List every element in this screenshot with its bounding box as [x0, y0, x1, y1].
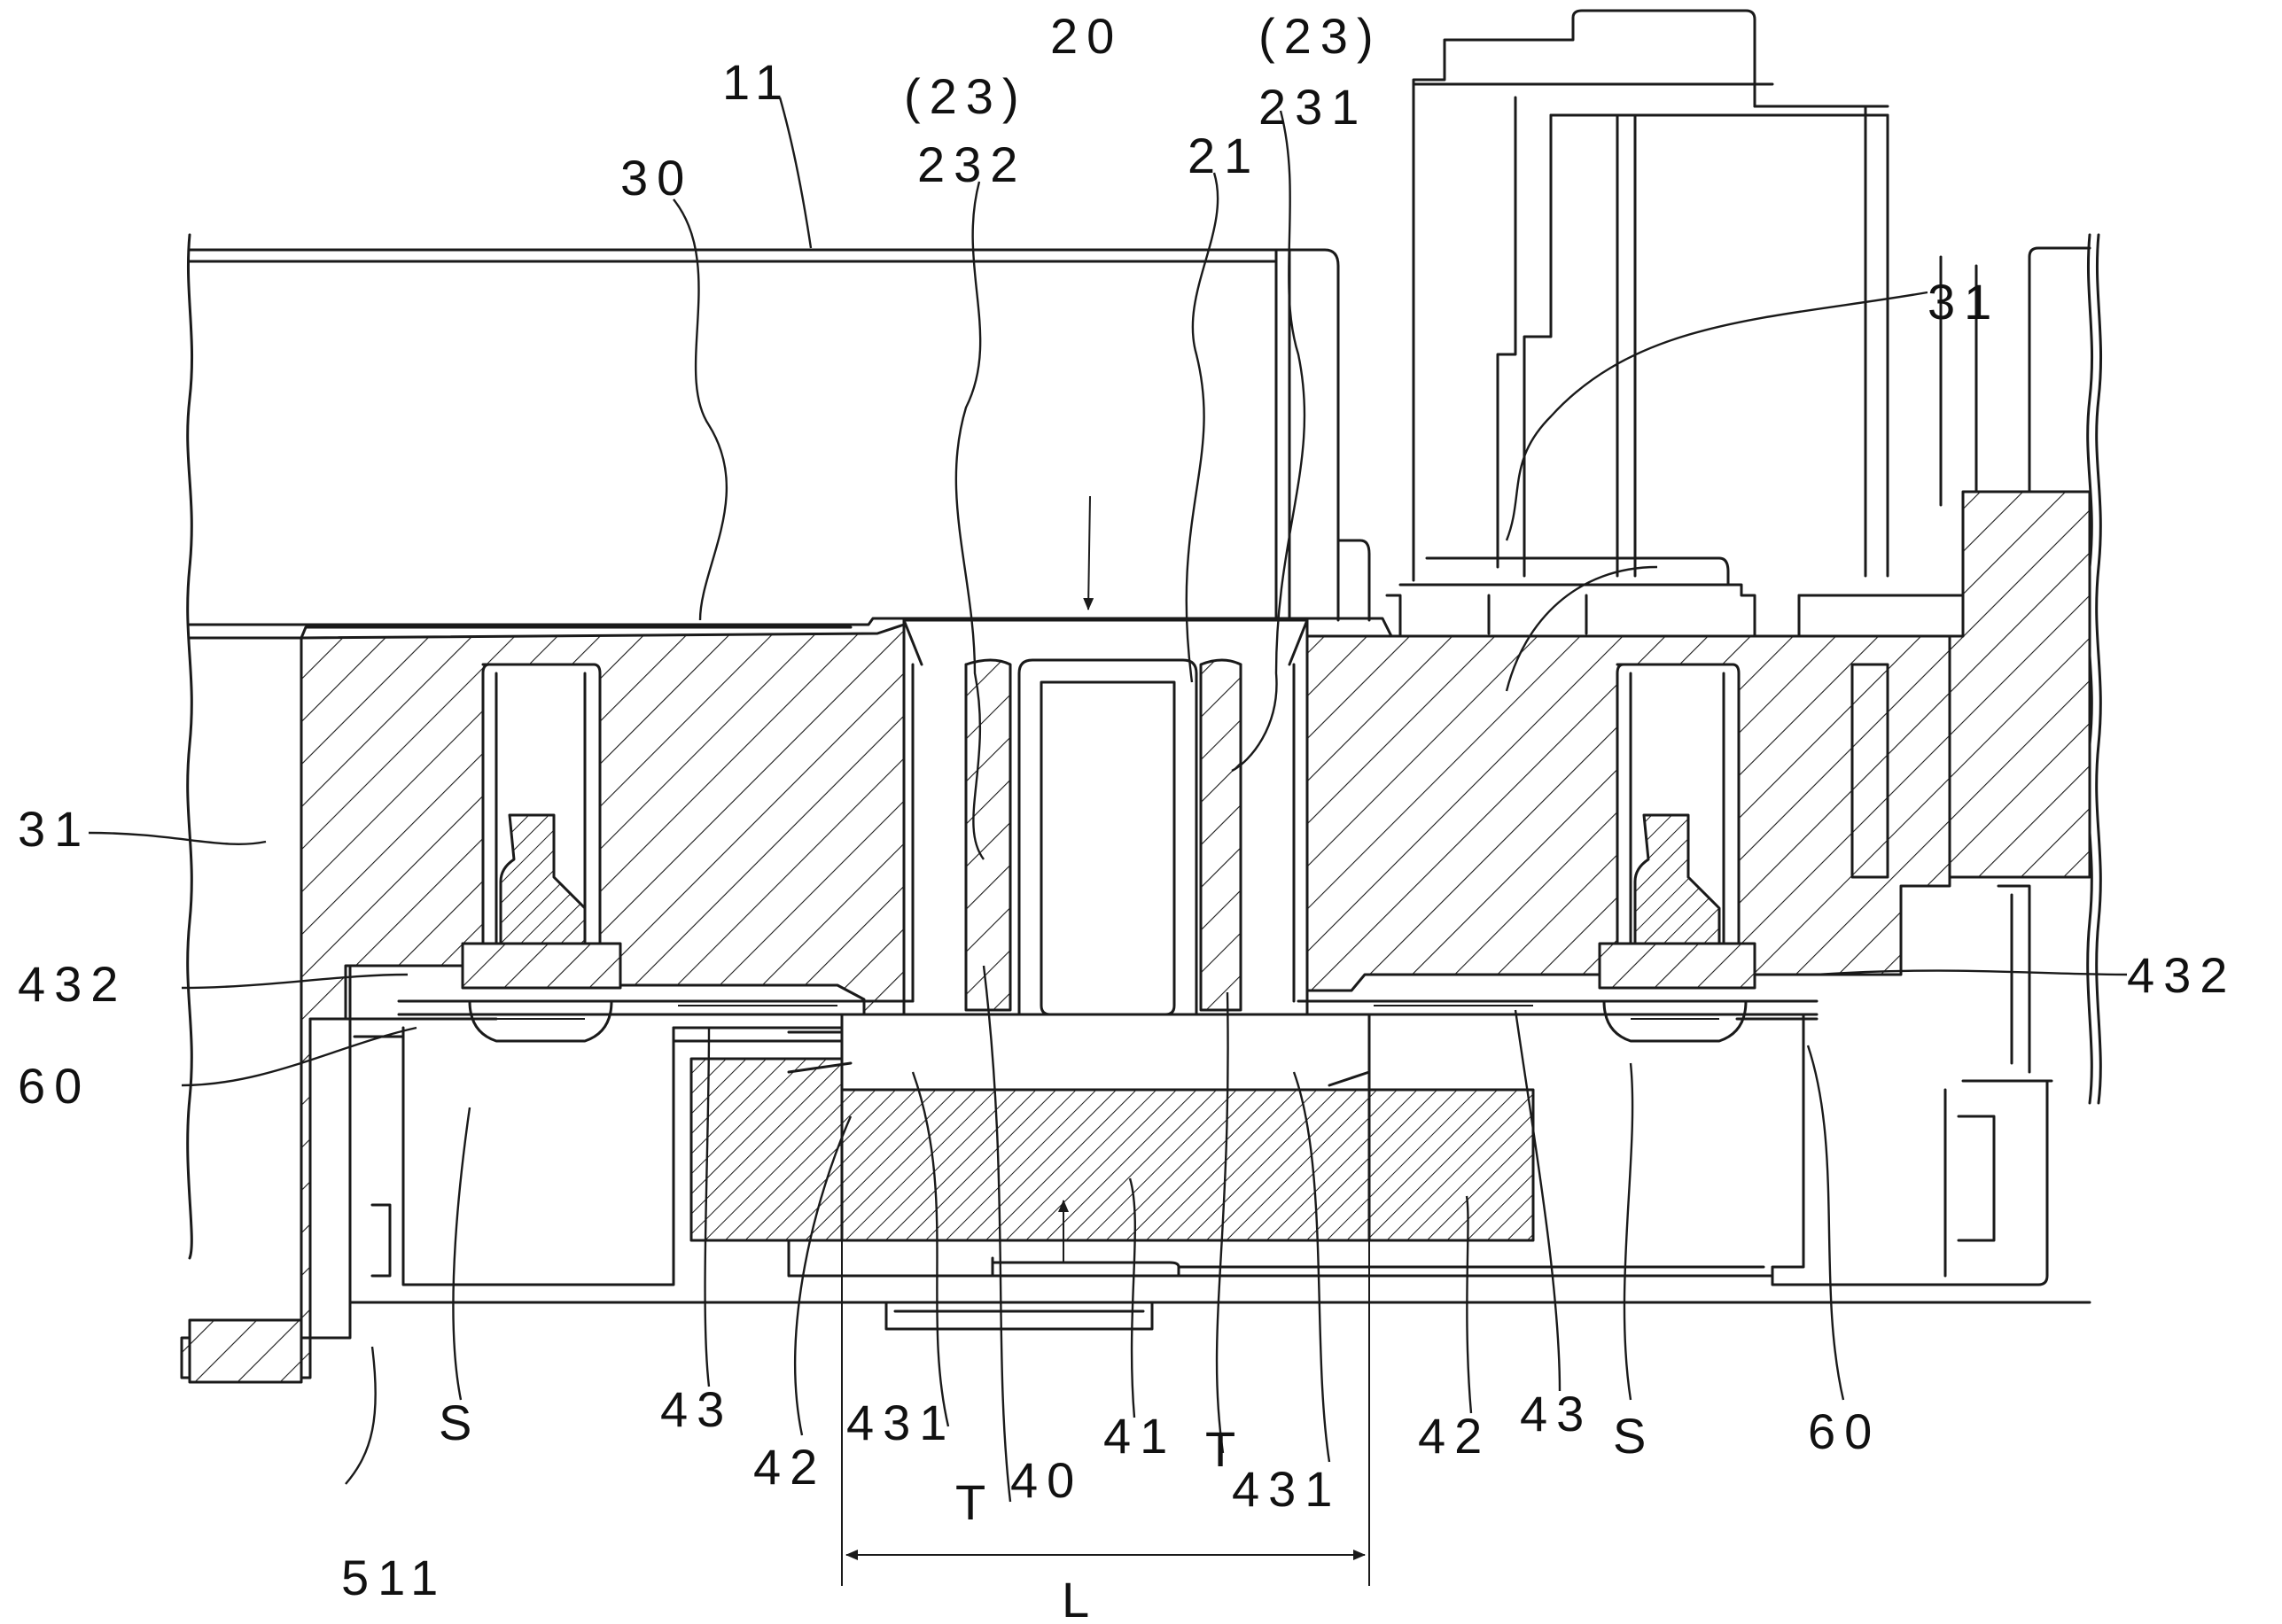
- screw-left: [461, 663, 622, 1043]
- label-42-left: 42: [753, 1439, 826, 1495]
- label-t-left: T: [955, 1474, 994, 1530]
- label-31-right: 31: [1928, 274, 2000, 330]
- label-431-right: 431: [1232, 1461, 1341, 1517]
- label-43-left: 43: [660, 1381, 733, 1437]
- label-23-left: (23): [904, 68, 1028, 124]
- label-l: L: [1062, 1572, 1098, 1624]
- label-s-right: S: [1613, 1408, 1655, 1464]
- upper-body-11: [188, 248, 1371, 622]
- label-s-left: S: [439, 1395, 480, 1450]
- callout-labels: 11 30 (23) 232 20 21 (23) 231 31 31 432 …: [18, 8, 2236, 1624]
- label-21: 21: [1188, 128, 1260, 183]
- label-60-right: 60: [1808, 1403, 1881, 1459]
- board-41-42: [689, 1013, 1535, 1278]
- label-42-right: 42: [1418, 1408, 1491, 1464]
- leader-lines: [88, 97, 2128, 1503]
- label-40: 40: [1010, 1452, 1083, 1508]
- label-41: 41: [1103, 1408, 1176, 1464]
- label-11: 11: [722, 54, 791, 110]
- central-bore: [902, 618, 1309, 1021]
- label-31-left: 31: [18, 801, 90, 857]
- label-43-right: 43: [1520, 1386, 1593, 1441]
- label-231: 231: [1258, 79, 1367, 135]
- indicator-arrows: [1058, 495, 1094, 1263]
- label-232: 232: [917, 136, 1026, 192]
- screw-right: [1598, 663, 1889, 1043]
- label-432-right: 432: [2127, 947, 2236, 1003]
- label-23-right: (23): [1258, 8, 1382, 64]
- pads-43: [344, 999, 1819, 1021]
- label-511: 511: [341, 1550, 447, 1605]
- label-30: 30: [620, 150, 693, 206]
- label-432-left: 432: [18, 956, 127, 1012]
- label-20: 20: [1050, 8, 1123, 64]
- label-60-left: 60: [18, 1058, 90, 1114]
- label-t-right: T: [1205, 1421, 1244, 1477]
- dimension-L: [841, 1063, 1370, 1586]
- label-431-left: 431: [846, 1395, 955, 1450]
